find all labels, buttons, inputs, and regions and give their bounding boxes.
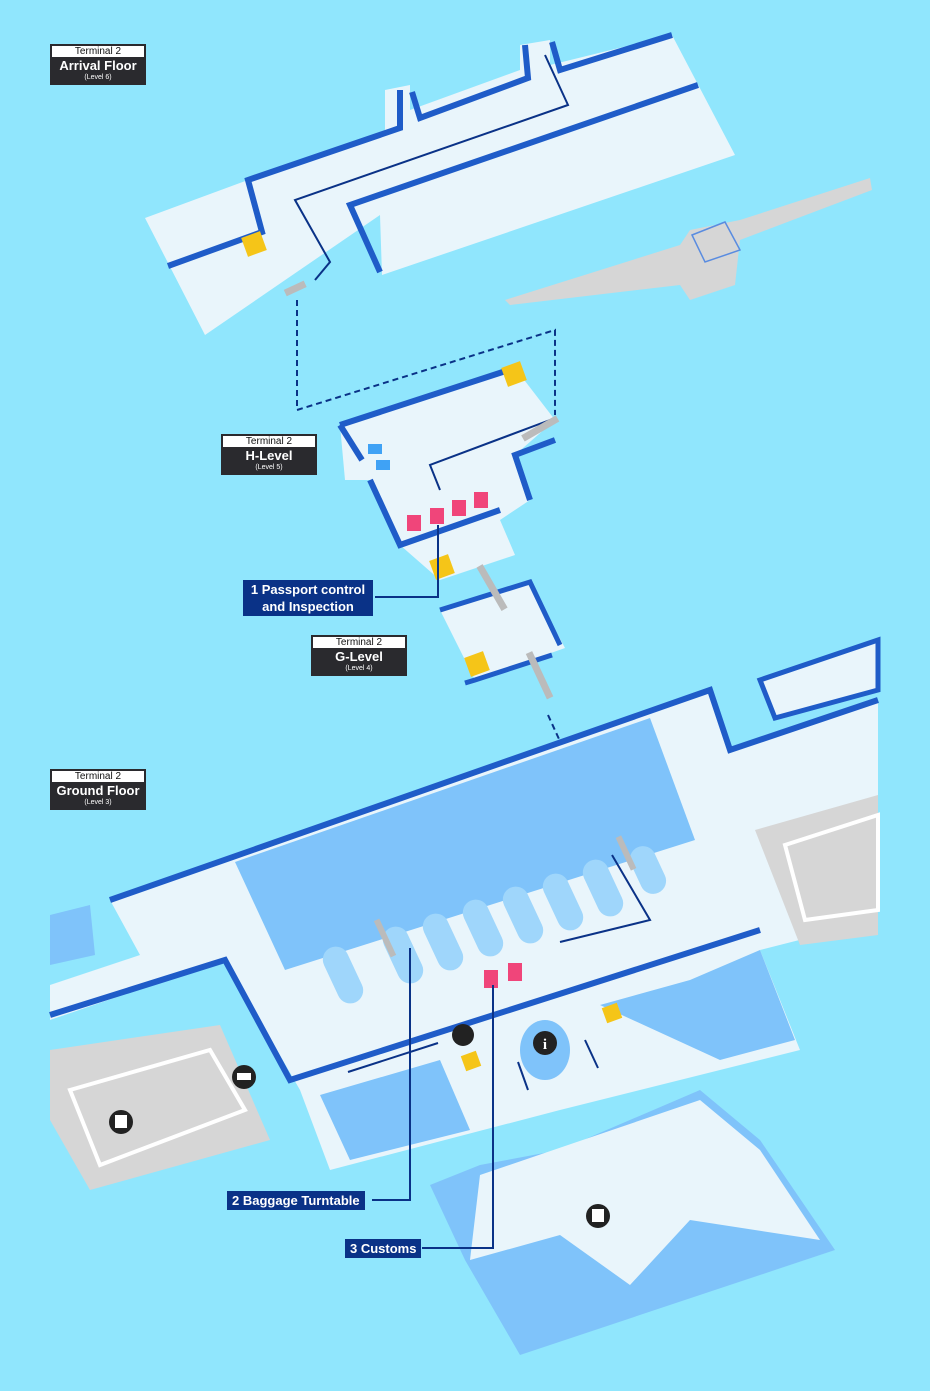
info-icon	[533, 1031, 557, 1055]
level-label-g: Terminal 2 G-Level (Level 4)	[311, 635, 407, 676]
passport-booth	[407, 515, 421, 531]
h-level-plan	[337, 361, 560, 580]
level-number: (Level 6)	[84, 74, 112, 81]
level-number: (Level 3)	[84, 799, 112, 806]
ground-floor-plan: i	[49, 636, 881, 1355]
terminal-name: Terminal 2	[52, 771, 144, 782]
terminal-name: Terminal 2	[52, 46, 144, 57]
level-label-ground: Terminal 2 Ground Floor (Level 3)	[50, 769, 146, 810]
callout-passport-control: 1 Passport control and Inspection	[243, 580, 373, 616]
callout-line-baggage	[372, 948, 411, 1201]
callout-line: and Inspection	[262, 599, 354, 614]
level-name: Ground Floor	[56, 783, 140, 798]
level-label-arrival: Terminal 2 Arrival Floor (Level 6)	[50, 44, 146, 85]
svg-text:i: i	[543, 1037, 547, 1053]
level-label-h: Terminal 2 H-Level (Level 5)	[221, 434, 317, 475]
callout-line: 1 Passport control	[250, 582, 366, 597]
level-name: G-Level	[335, 649, 383, 664]
arrival-floor-plan	[145, 32, 735, 335]
baggage-turntables	[322, 846, 667, 1004]
restroom-icon	[241, 231, 267, 257]
callout-customs: 3 Customs	[345, 1239, 422, 1258]
level-number: (Level 4)	[345, 665, 373, 672]
level-number: (Level 5)	[255, 464, 283, 471]
terminal-name: Terminal 2	[313, 637, 405, 648]
route-connector	[296, 300, 556, 415]
callout-baggage-turntable: 2 Baggage Turntable	[227, 1191, 365, 1210]
escalator-icon	[283, 280, 307, 297]
callout-line-customs	[422, 985, 494, 1249]
level-name: Arrival Floor	[59, 58, 137, 73]
gate-pier	[505, 178, 872, 305]
g-level-plan	[439, 564, 565, 700]
baggage-service-icon	[452, 1024, 474, 1046]
level-name: H-Level	[245, 448, 293, 463]
terminal-name: Terminal 2	[223, 436, 315, 447]
